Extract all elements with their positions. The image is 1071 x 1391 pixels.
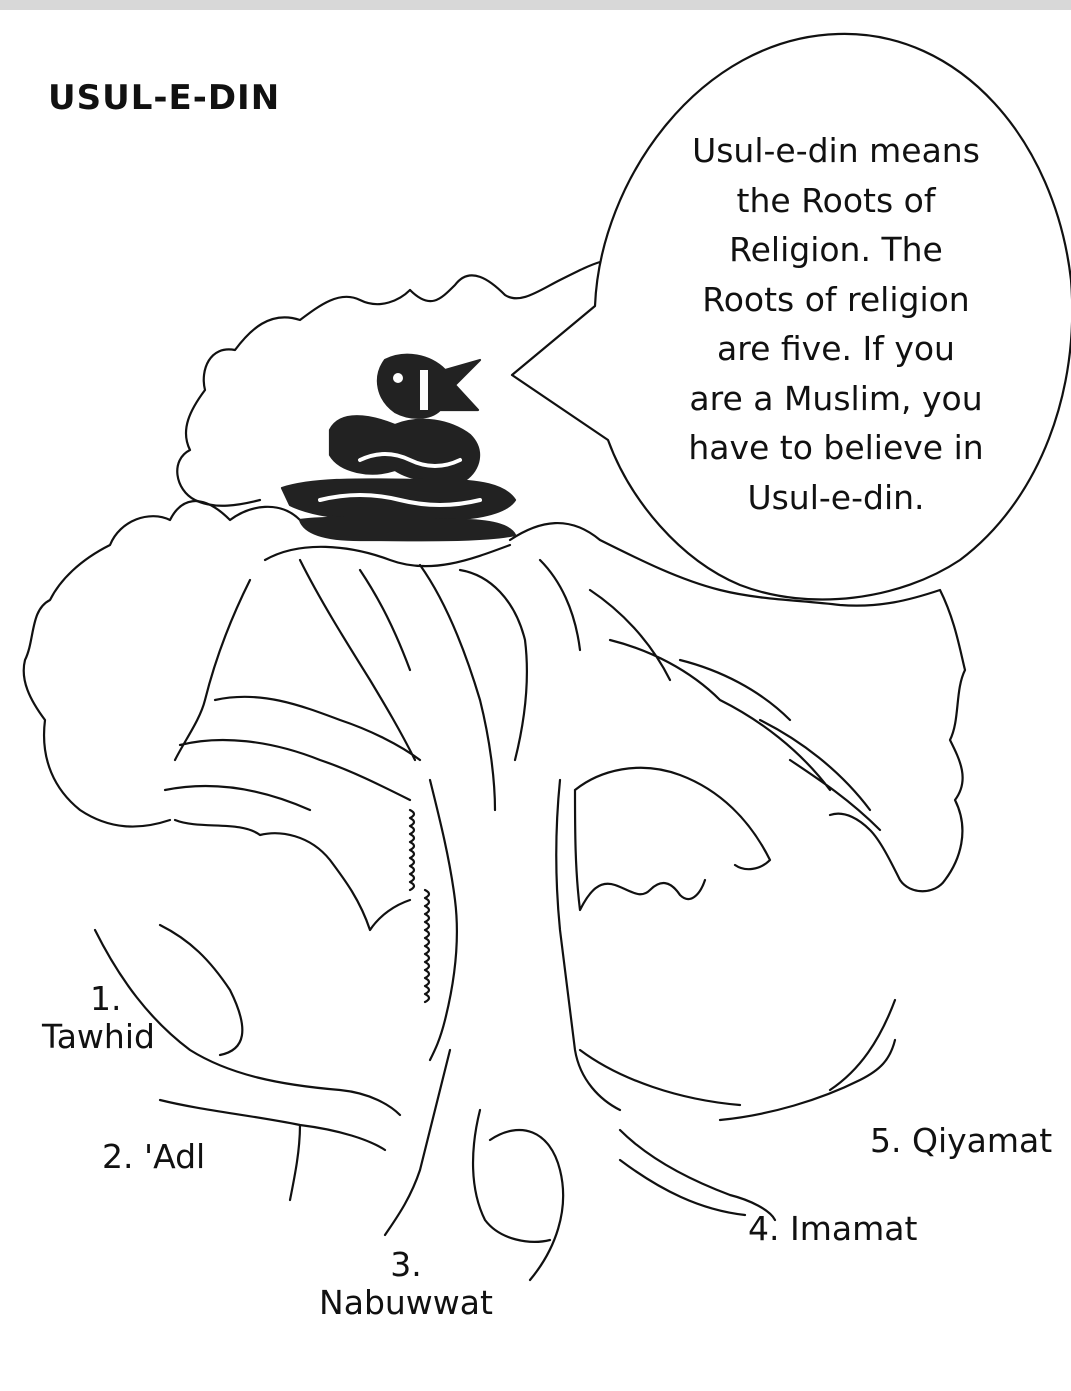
root-number: 1.	[42, 980, 155, 1018]
trunk-ridges	[410, 810, 429, 1002]
speech-bubble-text: Usul-e-din means the Roots of Religion. …	[660, 126, 1012, 522]
root-number: 3.	[315, 1246, 497, 1284]
root-number: 2.	[102, 1137, 134, 1176]
page-title: USUL-E-DIN	[48, 78, 280, 118]
root-label-adl: 2. 'Adl	[102, 1138, 205, 1176]
root-number: 5.	[870, 1121, 902, 1160]
root-label-nabuwwat: 3. Nabuwwat	[315, 1246, 497, 1322]
root-number: 4.	[748, 1209, 780, 1248]
root-label-qiyamat: 5. Qiyamat	[870, 1122, 1052, 1160]
root-qiyamat	[580, 1000, 895, 1120]
root-name: Nabuwwat	[315, 1284, 497, 1322]
tree-trunk	[430, 780, 620, 1110]
root-name: Tawhid	[42, 1018, 155, 1056]
root-label-tawhid: 1. Tawhid	[42, 980, 155, 1056]
root-name: 'Adl	[144, 1137, 205, 1176]
root-name: Imamat	[790, 1209, 917, 1248]
root-imamat	[620, 1130, 775, 1220]
root-name: Qiyamat	[912, 1121, 1052, 1160]
canopy-arches	[175, 768, 770, 930]
root-label-imamat: 4. Imamat	[748, 1210, 917, 1248]
bird-eye-icon	[393, 373, 403, 383]
